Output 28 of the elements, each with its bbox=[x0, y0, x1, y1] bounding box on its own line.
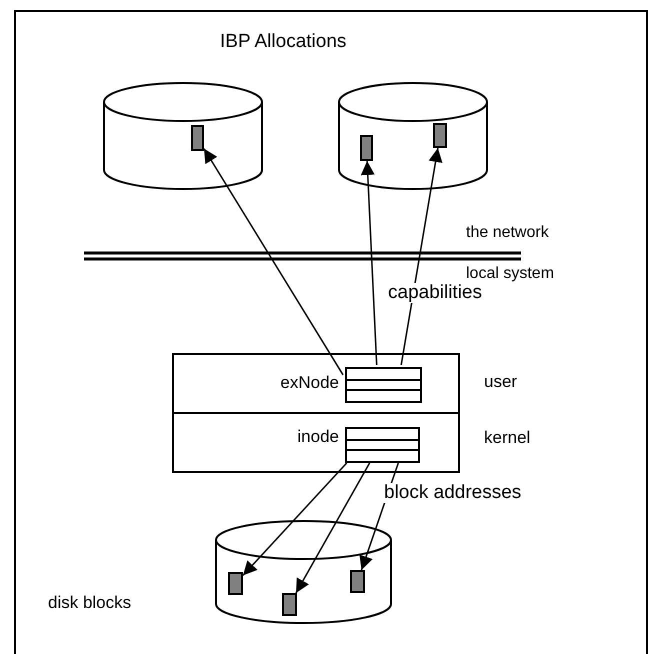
note-label: capabilities bbox=[386, 283, 484, 303]
node-label: exNode bbox=[280, 373, 339, 393]
data-block bbox=[191, 125, 204, 151]
arrow bbox=[400, 148, 442, 366]
data-block bbox=[228, 572, 243, 595]
arrow bbox=[203, 148, 344, 376]
note-label: the network bbox=[466, 223, 549, 243]
data-block bbox=[350, 570, 365, 593]
layer-label: kernel bbox=[484, 428, 530, 448]
pointer-table bbox=[345, 367, 422, 403]
arrow bbox=[295, 462, 370, 594]
pointer-table bbox=[345, 427, 420, 463]
layer-label: user bbox=[484, 372, 518, 392]
note-label: block addresses bbox=[382, 483, 524, 503]
data-block bbox=[433, 123, 447, 148]
layer-box bbox=[172, 413, 460, 473]
storage-cylinder bbox=[103, 82, 263, 190]
arrow bbox=[360, 160, 378, 366]
storage-cylinder bbox=[338, 82, 488, 190]
storage-cylinder bbox=[215, 520, 392, 624]
node-label: inode bbox=[297, 427, 339, 447]
note-label: disk blocks bbox=[48, 593, 132, 613]
data-block bbox=[282, 593, 297, 616]
arrow bbox=[242, 462, 348, 576]
layer-box bbox=[172, 353, 460, 414]
heading: IBP Allocations bbox=[220, 32, 346, 52]
note-label: local system bbox=[466, 264, 554, 284]
data-block bbox=[360, 135, 373, 161]
